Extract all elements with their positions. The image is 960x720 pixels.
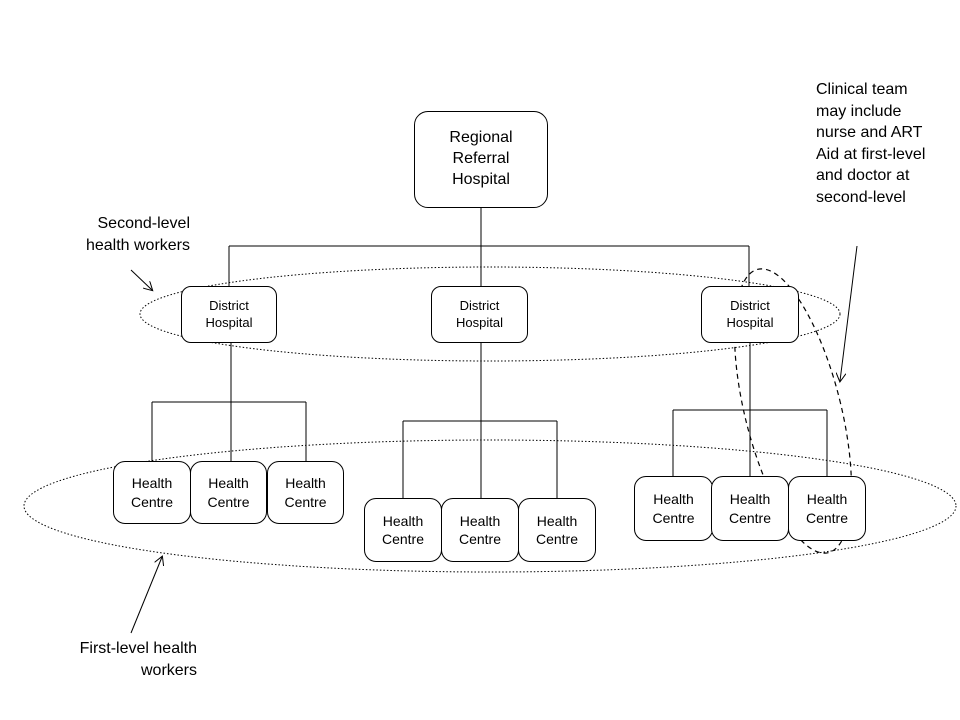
centre-label: Health Centre [728,491,772,526]
regional-referral-hospital-node: Regional Referral Hospital [414,111,548,208]
first-level-ellipse [23,439,957,573]
district-label: District Hospital [456,297,503,330]
second-level-note: Second-level health workers [85,215,190,254]
health-centre-node-2: Health Centre [190,461,267,524]
district-hospital-node-3: District Hospital [701,286,799,343]
health-centre-node-9: Health Centre [788,476,866,541]
second-level-arrow [130,269,152,290]
health-centre-node-7: Health Centre [634,476,713,541]
health-centre-node-1: Health Centre [113,461,191,524]
centre-label: Health Centre [381,512,425,547]
district-hospital-node-1: District Hospital [181,286,277,343]
regional-label: Regional Referral Hospital [449,129,513,188]
clinical-team-ellipse [733,268,853,554]
centre-label: Health Centre [284,475,327,510]
centre-label: Health Centre [130,475,174,510]
health-centre-node-5: Health Centre [441,498,519,562]
health-centre-node-8: Health Centre [711,476,789,541]
centre-label: Health Centre [652,491,695,526]
centre-label: Health Centre [535,512,579,547]
clinical-team-arrow [840,245,858,381]
clinical-team-note: Clinical team may include nurse and ART … [816,81,926,206]
first-level-arrow [130,557,162,634]
district-hospital-node-2: District Hospital [431,286,528,343]
second-level-ellipse [139,266,841,362]
district-label: District Hospital [726,297,774,330]
health-centre-node-3: Health Centre [267,461,344,524]
district-label: District Hospital [205,297,253,330]
health-centre-node-6: Health Centre [518,498,596,562]
centre-label: Health Centre [805,491,849,526]
centre-label: Health Centre [207,475,250,510]
centre-label: Health Centre [458,512,502,547]
first-level-note: First-level health workers [79,640,197,679]
health-centre-node-4: Health Centre [364,498,442,562]
